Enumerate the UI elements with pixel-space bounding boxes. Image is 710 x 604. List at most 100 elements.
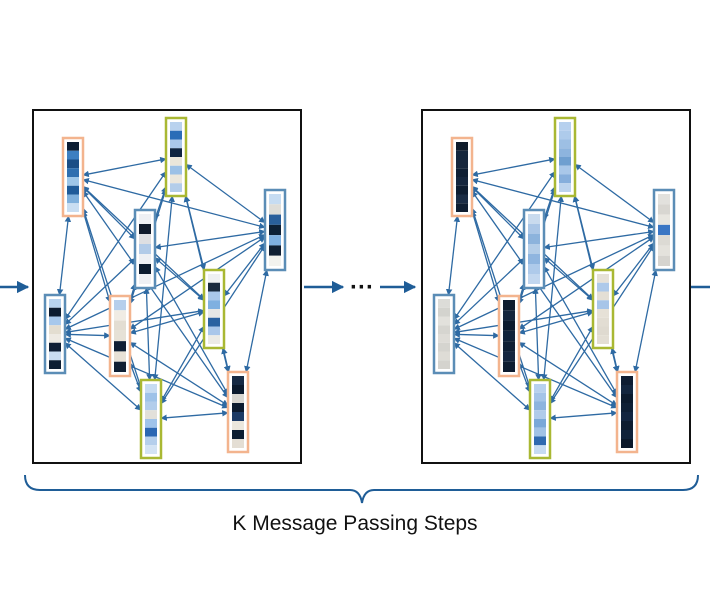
node-n9 <box>139 378 163 460</box>
embedding-cell <box>438 342 450 352</box>
node-n5 <box>591 268 615 350</box>
embedding-cell <box>114 320 126 331</box>
embedding-cell <box>269 255 281 266</box>
embedding-cell <box>597 335 609 344</box>
embedding-cell <box>559 139 571 149</box>
edge-n4-n6 <box>453 257 525 326</box>
edge-n2-n3 <box>185 163 266 224</box>
embedding-cell <box>438 316 450 326</box>
embedding-cell <box>658 214 670 225</box>
embedding-cell <box>208 326 220 336</box>
node-n4 <box>43 293 67 375</box>
embedding-cell <box>208 309 220 318</box>
embedding-cell <box>170 122 182 131</box>
embedding-cell <box>621 421 633 430</box>
embedding-cell <box>456 185 468 195</box>
embedding-cell <box>438 360 450 369</box>
embedding-cell <box>170 183 182 192</box>
embedding-cell <box>114 300 126 311</box>
edge-n8-n9 <box>549 410 618 421</box>
node-n4 <box>432 293 456 375</box>
embedding-cell <box>559 174 571 184</box>
embedding-cell <box>269 214 281 225</box>
edge-n7-n8 <box>518 341 618 407</box>
embedding-cell <box>170 130 182 140</box>
embedding-cell <box>534 427 546 437</box>
embedding-cell <box>534 419 546 428</box>
embedding-cell <box>208 300 220 309</box>
node-n5 <box>202 268 226 350</box>
embedding-cell <box>528 244 540 254</box>
edge-n7-n9 <box>518 362 531 393</box>
embedding-cell <box>456 150 468 160</box>
embedding-cell <box>232 430 244 439</box>
embedding-cell <box>269 194 281 205</box>
embedding-cell <box>139 234 151 244</box>
embedding-cell <box>145 436 157 446</box>
embedding-cell <box>208 335 220 344</box>
embedding-cell <box>456 142 468 151</box>
embedding-cell <box>597 282 609 292</box>
embedding-cell <box>114 310 126 321</box>
embedding-cell <box>67 203 79 212</box>
embedding-cell <box>145 401 157 411</box>
embedding-cell <box>67 150 79 160</box>
embedding-cell <box>208 291 220 301</box>
embedding-cell <box>534 392 546 402</box>
node-n6 <box>522 208 546 290</box>
embedding-cell <box>658 204 670 215</box>
node-n2 <box>553 116 577 198</box>
embedding-cell <box>269 245 281 256</box>
embedding-cell <box>621 376 633 385</box>
embedding-cell <box>528 224 540 234</box>
node-n1 <box>61 136 85 218</box>
embedding-cell <box>528 214 540 224</box>
node-n2 <box>164 116 188 198</box>
embedding-cell <box>559 122 571 131</box>
node-n9 <box>528 378 552 460</box>
embedding-cell <box>170 139 182 149</box>
node-n8 <box>226 370 250 454</box>
embedding-cell <box>503 310 515 321</box>
edge-n8-n9 <box>160 410 229 421</box>
embedding-cell <box>528 274 540 284</box>
embedding-cell <box>559 130 571 140</box>
embedding-cell <box>456 203 468 212</box>
graph-step-1 <box>32 109 302 464</box>
embedding-cell <box>49 316 61 326</box>
embedding-cell <box>67 177 79 186</box>
embedding-cell <box>139 274 151 284</box>
embedding-cell <box>114 361 126 372</box>
embedding-cell <box>49 325 61 334</box>
embedding-cell <box>597 317 609 327</box>
embedding-cell <box>559 157 571 166</box>
edge-n7-n9 <box>129 362 142 393</box>
embedding-cell <box>49 299 61 308</box>
embedding-cell <box>456 159 468 169</box>
embedding-cell <box>621 394 633 403</box>
node-n8 <box>615 370 639 454</box>
embedding-cell <box>528 264 540 274</box>
graph-nodes <box>432 116 676 460</box>
embedding-cell <box>438 325 450 334</box>
embedding-cell <box>528 254 540 264</box>
embedding-cell <box>503 361 515 372</box>
edge-n7-n8 <box>129 341 229 407</box>
embedding-cell <box>658 255 670 266</box>
embedding-cell <box>145 445 157 454</box>
embedding-cell <box>49 342 61 352</box>
embedding-cell <box>534 445 546 454</box>
brace <box>24 474 699 504</box>
embedding-cell <box>438 299 450 308</box>
embedding-cell <box>232 421 244 430</box>
embedding-cell <box>145 410 157 419</box>
embedding-cell <box>456 177 468 186</box>
embedding-cell <box>658 194 670 205</box>
embedding-cell <box>139 224 151 234</box>
embedding-cell <box>145 419 157 428</box>
embedding-cell <box>232 376 244 385</box>
embedding-cell <box>597 274 609 283</box>
embedding-cell <box>456 168 468 177</box>
embedding-cell <box>49 307 61 317</box>
embedding-cell <box>597 309 609 318</box>
